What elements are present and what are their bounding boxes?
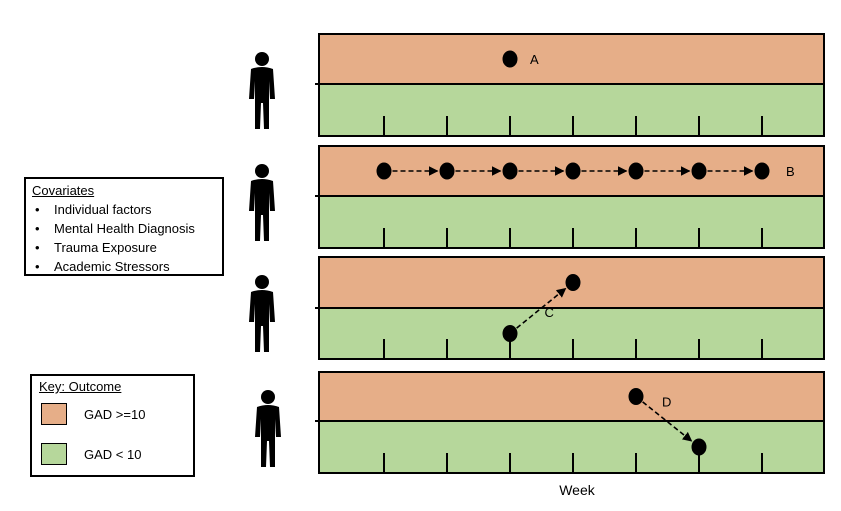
x-axis-label: Week [559, 482, 595, 498]
person-silhouette-icon [255, 390, 281, 467]
data-point [565, 274, 581, 291]
data-point [628, 388, 644, 405]
trajectory-arrow [642, 401, 693, 442]
covariates-list: Individual factors Mental Health Diagnos… [32, 200, 216, 276]
panel-b: B [315, 145, 825, 249]
low-outcome-band [319, 421, 824, 473]
data-point [502, 162, 518, 180]
key-label-low: GAD < 10 [84, 447, 142, 462]
high-outcome-band [319, 34, 824, 84]
covariate-item: Individual factors [32, 200, 216, 219]
low-outcome-band [319, 196, 824, 248]
data-point [628, 162, 644, 180]
key-swatch-low [41, 443, 67, 465]
data-point [754, 162, 770, 180]
panel-label: C [545, 305, 554, 320]
data-point [691, 438, 707, 456]
panel-border [318, 371, 825, 474]
covariates-title: Covariates [32, 183, 95, 198]
low-outcome-band [319, 84, 824, 136]
data-point [691, 162, 707, 180]
panel-label: B [786, 164, 795, 179]
data-point [376, 162, 392, 180]
data-point [565, 162, 581, 180]
panel-label: D [662, 395, 671, 410]
outcome-key-box: Key: Outcome GAD >=10 GAD < 10 [30, 374, 195, 477]
key-label-high: GAD >=10 [84, 407, 146, 422]
panel-c: C [315, 256, 825, 360]
low-outcome-band [319, 308, 824, 359]
covariate-item: Academic Stressors [32, 257, 216, 276]
person-silhouette-icon [249, 52, 275, 129]
person-silhouette-icon [249, 164, 275, 241]
panel-a: A [315, 33, 825, 137]
high-outcome-band [319, 372, 824, 421]
person-silhouette-icon [249, 275, 275, 352]
data-point [502, 325, 518, 342]
trajectory-arrow [516, 287, 567, 329]
covariate-item: Trauma Exposure [32, 238, 216, 257]
key-title: Key: Outcome [39, 379, 122, 394]
covariates-box: Covariates Individual factors Mental Hea… [24, 177, 224, 276]
data-point [439, 162, 455, 180]
panel-d: D [315, 371, 825, 474]
covariate-item: Mental Health Diagnosis [32, 219, 216, 238]
data-point [502, 50, 518, 68]
key-swatch-high [41, 403, 67, 425]
panel-label: A [530, 52, 539, 67]
